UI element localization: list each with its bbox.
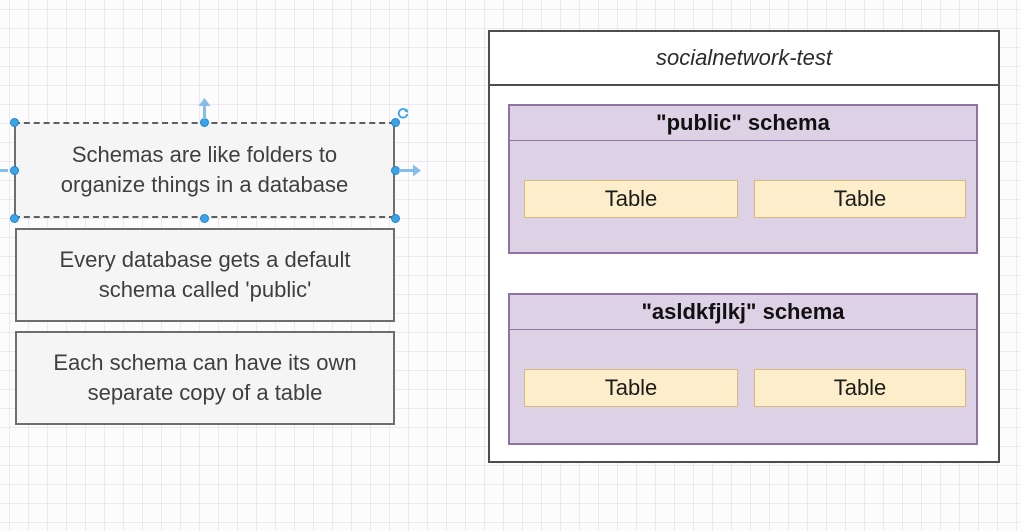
schema-title: "public" schema	[510, 106, 976, 141]
schema-shape-public[interactable]: "public" schema Table Table	[508, 104, 978, 254]
note-text-line: schema called 'public'	[98, 277, 312, 302]
connect-arrow-right-icon[interactable]	[399, 163, 421, 178]
selection-handle-top-left[interactable]	[10, 118, 19, 127]
note-text-line: Schemas are like folders to	[71, 142, 338, 167]
note-shape-default-schema[interactable]: Every database gets a default schema cal…	[15, 228, 395, 322]
note-shape-separate-copy[interactable]: Each schema can have its own separate co…	[15, 331, 395, 425]
table-label: Table	[833, 186, 887, 211]
table-shape[interactable]: Table	[524, 369, 738, 407]
table-shape[interactable]: Table	[754, 369, 966, 407]
note-text-line: Each schema can have its own	[53, 350, 357, 375]
selection-handle-bottom-right[interactable]	[391, 214, 400, 223]
selection-handle-middle-left[interactable]	[10, 166, 19, 175]
table-shape[interactable]: Table	[524, 180, 738, 218]
connect-arrow-left-icon[interactable]	[0, 163, 8, 178]
note-shape-schemas-folders[interactable]: Schemas are like folders to organize thi…	[14, 122, 395, 218]
connect-arrow-up-icon[interactable]	[197, 98, 212, 120]
selection-handle-top-right[interactable]	[391, 118, 400, 127]
note-text-line: organize things in a database	[60, 172, 349, 197]
table-shape[interactable]: Table	[754, 180, 966, 218]
database-title: socialnetwork-test	[490, 32, 998, 86]
table-label: Table	[833, 375, 887, 400]
table-label: Table	[604, 186, 658, 211]
schema-shape-asldkfjlkj[interactable]: "asldkfjlkj" schema Table Table	[508, 293, 978, 445]
note-text-line: separate copy of a table	[87, 380, 323, 405]
rotate-handle-icon[interactable]	[397, 108, 409, 120]
database-container-shape[interactable]: socialnetwork-test "public" schema Table…	[488, 30, 1000, 463]
note-text-line: Every database gets a default	[59, 247, 351, 272]
selection-handle-bottom-middle[interactable]	[200, 214, 209, 223]
table-label: Table	[604, 375, 658, 400]
schema-title: "asldkfjlkj" schema	[510, 295, 976, 330]
selection-handle-bottom-left[interactable]	[10, 214, 19, 223]
